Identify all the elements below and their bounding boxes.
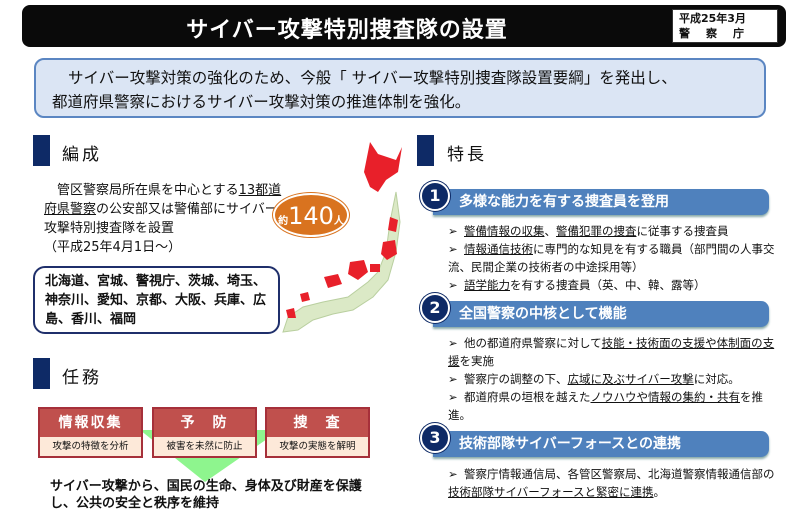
- task-title: 情報収集: [58, 415, 123, 431]
- organization-heading: 編成: [62, 145, 102, 165]
- feature-item: ➢ 警察庁の調整の下、広域に及ぶサイバー攻撃に対応。: [448, 370, 783, 388]
- date: 平成25年3月: [679, 12, 746, 25]
- map-red-6: [300, 292, 310, 302]
- feature-item: ➢ 都道府県の垣根を越えたノウハウや情報の集約・共有を推進。: [448, 388, 783, 424]
- features-heading: 特長: [447, 145, 487, 165]
- feature-item-text: 情報通信技術: [464, 242, 533, 256]
- org-text-a: 管区警察局所在県を中心とする: [57, 183, 239, 198]
- arrow-bullet-icon: ➢: [448, 467, 458, 481]
- map-red-7: [286, 308, 296, 318]
- task-desc: 攻撃の実態を解明: [267, 437, 368, 456]
- arrow-bullet-icon: ➢: [448, 278, 458, 292]
- badge-prefix: 約: [278, 216, 289, 227]
- summary-box: サイバー攻撃対策の強化のため、今般「 サイバー攻撃特別捜査隊設置要綱」を発出し、…: [34, 58, 766, 118]
- map-red-5: [324, 274, 342, 288]
- feature-item-text: 技術部隊サイバーフォースと緊密に連携: [448, 485, 654, 499]
- feature-item-text: 他の都道府県警察に対して: [464, 336, 602, 350]
- feature-item-text: 技能・技術面の支援や体制面の支援: [448, 336, 775, 368]
- arrow-bullet-icon: ➢: [448, 390, 458, 404]
- task-prevention: 予 防被害を未然に防止: [152, 407, 257, 458]
- mission-goal: サイバー攻撃から、国民の生命、身体及び財産を保護し、公共の安全と秩序を維持: [50, 479, 362, 511]
- feature-items: ➢ 警察庁情報通信局、各管区警察局、北海道警察情報通信部の技術部隊サイバーフォース…: [448, 465, 783, 501]
- title-bar: サイバー攻撃特別捜査隊の設置 平成25年3月 警察庁: [22, 5, 786, 47]
- feature-number-badge: 3: [420, 423, 450, 453]
- feature-item-text: 。: [653, 485, 666, 499]
- map-red-2: [381, 240, 397, 260]
- feature-item-text: 警察庁の調整の下、: [464, 372, 568, 386]
- task-desc: 被害を未然に防止: [154, 437, 255, 456]
- feature-title-3: 技術部隊サイバーフォースとの連携: [433, 431, 769, 457]
- task-investigation: 捜 査攻撃の実態を解明: [265, 407, 370, 458]
- org-text-d: （平成25年4月1日～）: [44, 240, 182, 255]
- task-desc: 攻撃の特徴を分析: [40, 437, 141, 456]
- page-title: サイバー攻撃特別捜査隊の設置: [186, 18, 508, 43]
- arrow-bullet-icon: ➢: [448, 242, 458, 256]
- arrow-bullet-icon: ➢: [448, 224, 458, 238]
- feature-item: ➢ 警備情報の収集、警備犯罪の捜査に従事する捜査員: [448, 222, 783, 240]
- feature-item-text: を推進。: [448, 390, 763, 422]
- feature-item: ➢ 情報通信技術に専門的な知見を有する職員（部門間の人事交流、民間企業の技術者の中…: [448, 240, 783, 276]
- feature-item-text: 広域に及ぶサイバー攻撃: [567, 372, 694, 386]
- task-title: 予 防: [180, 415, 229, 431]
- feature-item-text: を有する捜査員（英、中、韓、露等）: [510, 278, 706, 292]
- summary-line-2: 都道府県警察におけるサイバー攻撃対策の推進体制を強化。: [52, 93, 471, 111]
- feature-item-text: に対応。: [693, 372, 740, 386]
- organization-text: 管区警察局所在県を中心とする13都道府県警察の公安部又は警備部にサイバー攻撃特別…: [44, 181, 284, 257]
- agency: 警察庁: [679, 27, 760, 40]
- badge-suffix: 人: [333, 216, 344, 227]
- feature-item-text: に専門的な知見を有する職員（部門間の人事交流、民間企業の技術者の中途採用等）: [448, 242, 775, 274]
- feature-item-text: 警備情報の収集: [464, 224, 545, 238]
- badge-number: 140: [288, 202, 334, 230]
- feature-item: ➢ 語学能力を有する捜査員（英、中、韓、露等）: [448, 276, 783, 294]
- feature-title-2: 全国警察の中核として機能: [433, 301, 769, 327]
- feature-number-badge: 1: [420, 181, 450, 211]
- feature-item-text: 語学能力: [464, 278, 510, 292]
- feature-item-text: を実施: [459, 354, 495, 368]
- org-text-c: の公安部又は警備部にサイバー攻撃特別捜査隊を設置: [44, 202, 278, 236]
- task-title: 捜 査: [293, 415, 342, 431]
- feature-item: ➢ 警察庁情報通信局、各管区警察局、北海道警察情報通信部の技術部隊サイバーフォース…: [448, 465, 783, 501]
- feature-item-text: ノウハウや情報の集約・共有: [590, 390, 741, 404]
- map-red-3: [348, 260, 368, 280]
- feature-items: ➢他の都道府県警察に対して技能・技術面の支援や体制面の支援を実施➢警察庁の調整の…: [448, 334, 783, 424]
- feature-item-text: 、: [544, 224, 557, 238]
- mission-heading: 任務: [62, 368, 102, 388]
- date-agency-box: 平成25年3月 警察庁: [672, 9, 778, 43]
- feature-item-text: 都道府県の垣根を越えた: [464, 390, 591, 404]
- heading-marker: [417, 135, 434, 166]
- staff-count-badge: 約140人: [273, 193, 349, 237]
- japan-map: [282, 142, 402, 333]
- org-text-b: 13都道府県警察: [44, 183, 282, 217]
- map-hokkaido: [364, 142, 402, 192]
- feature-item-text: 警察庁情報通信局、各管区警察局、北海道警察情報通信部の: [464, 467, 775, 481]
- feature-title-1: 多様な能力を有する捜査員を登用: [433, 189, 769, 215]
- feature-number-badge: 2: [420, 293, 450, 323]
- map-red-1: [388, 217, 398, 232]
- prefecture-list: 北海道、宮城、警視庁、茨城、埼玉、神奈川、愛知、京都、大阪、兵庫、広島、香川、福…: [33, 266, 280, 334]
- summary-line-1: サイバー攻撃対策の強化のため、今般「 サイバー攻撃特別捜査隊設置要綱」を発出し、: [68, 69, 677, 87]
- map-red-4: [370, 264, 380, 272]
- arrow-bullet-icon: ➢: [448, 372, 458, 386]
- feature-items: ➢ 警備情報の収集、警備犯罪の捜査に従事する捜査員 ➢ 情報通信技術に専門的な知見を有…: [448, 222, 783, 294]
- task-info-gathering: 情報収集攻撃の特徴を分析: [38, 407, 143, 458]
- heading-marker: [33, 358, 50, 389]
- feature-item-text: 警備犯罪の捜査: [556, 224, 637, 238]
- heading-marker: [33, 135, 50, 166]
- feature-item: ➢ 他の都道府県警察に対して技能・技術面の支援や体制面の支援を実施: [448, 334, 783, 370]
- arrow-bullet-icon: ➢: [448, 336, 458, 350]
- feature-item-text: に従事する捜査員: [636, 224, 729, 238]
